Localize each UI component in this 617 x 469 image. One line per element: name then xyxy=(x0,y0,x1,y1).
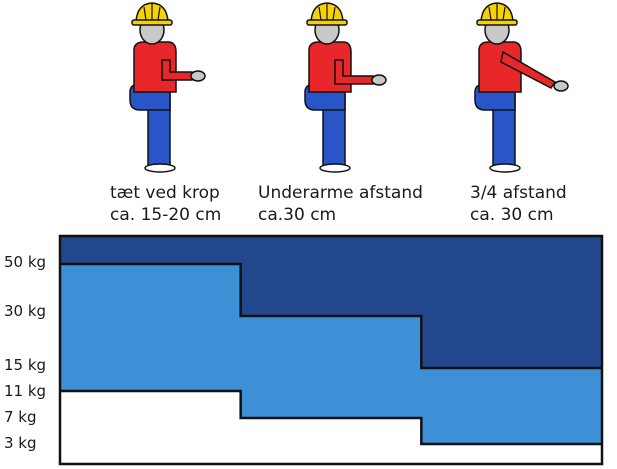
shoe-icon xyxy=(144,163,176,173)
shoe-icon xyxy=(489,163,521,173)
worker-close-icon xyxy=(129,2,206,173)
posture-caption-extended: 3/4 afstand ca. 30 cm xyxy=(470,182,567,226)
worker-figure-close xyxy=(100,0,230,178)
worker-extended-icon xyxy=(474,2,569,173)
posture-distance: ca. 15-20 cm xyxy=(110,205,222,225)
y-label-15: 15 kg xyxy=(4,356,47,374)
torso-icon xyxy=(478,41,522,93)
worker-figure-extended xyxy=(445,0,575,178)
helmet-ridge-icon xyxy=(318,4,336,21)
posture-label: 3/4 afstand xyxy=(470,183,567,203)
y-label-7: 7 kg xyxy=(4,408,37,426)
worker-figure-forearm xyxy=(275,0,405,178)
chart-frame xyxy=(58,234,604,466)
y-label-3: 3 kg xyxy=(4,434,37,452)
lower-limit-line xyxy=(60,389,602,446)
helmet-ridge-icon xyxy=(143,4,161,21)
y-label-50: 50 kg xyxy=(4,253,47,271)
worker-forearm-icon xyxy=(304,2,387,173)
upper-limit-line xyxy=(60,262,602,370)
y-label-30: 30 kg xyxy=(4,302,47,320)
arm-icon xyxy=(334,59,374,85)
posture-label: Underarme afstand xyxy=(258,183,423,203)
y-label-11: 11 kg xyxy=(4,382,47,400)
arm-icon xyxy=(500,50,557,89)
posture-caption-forearm: Underarme afstand ca.30 cm xyxy=(258,182,423,226)
hand-icon xyxy=(553,80,569,92)
posture-distance: ca. 30 cm xyxy=(470,205,554,225)
zone-lower-limit xyxy=(60,391,602,464)
posture-distance: ca.30 cm xyxy=(258,205,337,225)
hand-icon xyxy=(371,74,387,86)
shoe-icon xyxy=(319,163,351,173)
posture-label: tæt ved krop xyxy=(110,183,220,203)
posture-caption-close: tæt ved krop ca. 15-20 cm xyxy=(110,182,221,226)
arm-icon xyxy=(161,59,193,81)
hand-icon xyxy=(190,70,206,82)
helmet-ridge-icon xyxy=(488,4,506,21)
